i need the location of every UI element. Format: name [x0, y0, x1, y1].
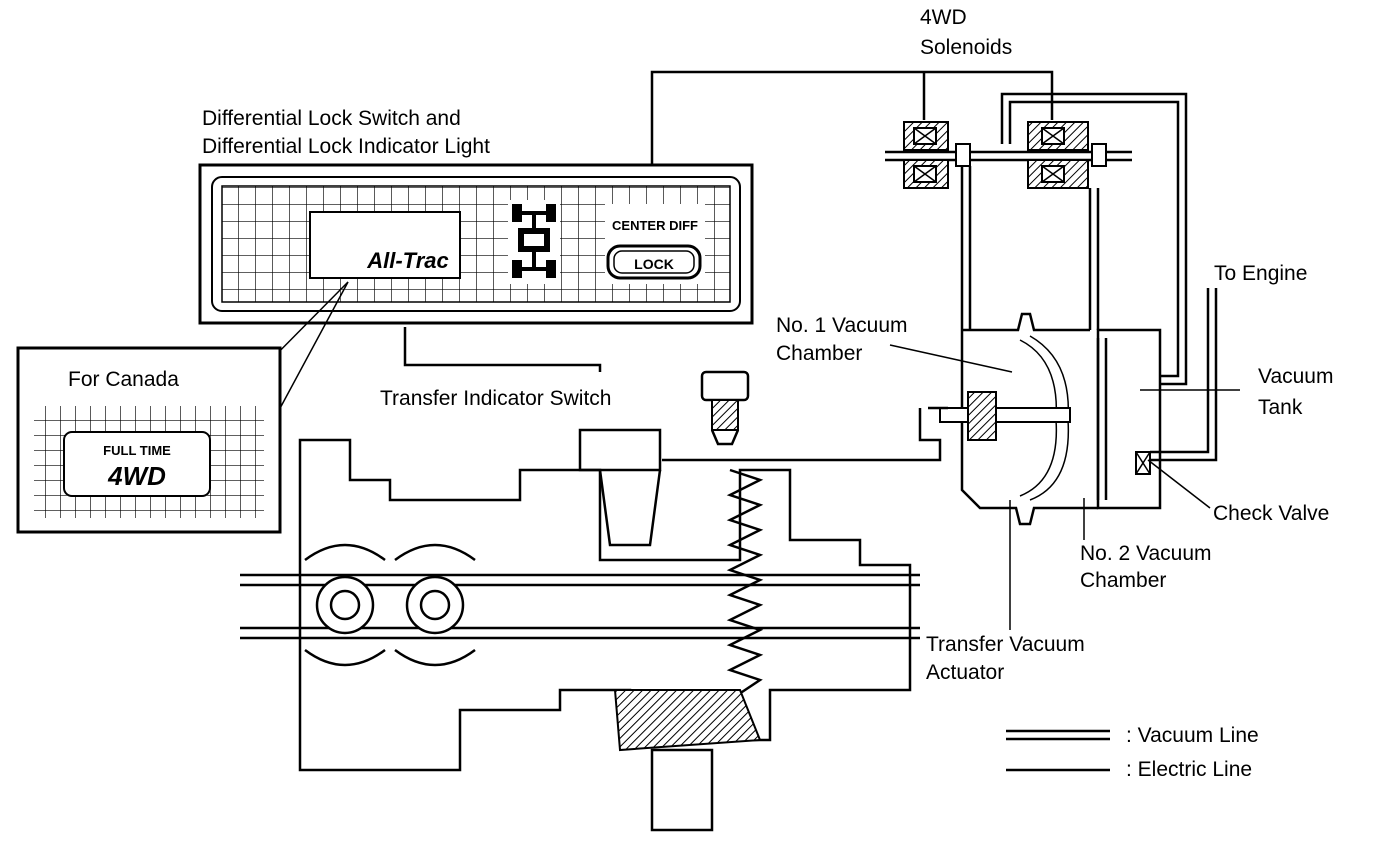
transfer-indicator-switch [700, 370, 750, 446]
full-time-label: FULL TIME [103, 443, 171, 458]
4wd-logo: 4WD [107, 461, 166, 491]
brand-window [309, 211, 461, 279]
center-diff-label: CENTER DIFF [612, 218, 698, 233]
transfer-case [240, 428, 920, 832]
vacuum-lines [960, 92, 1218, 462]
legend-electric-line: : Electric Line [1126, 758, 1252, 781]
lock-button-label: LOCK [634, 256, 674, 272]
solenoids-label-line2: Solenoids [920, 36, 1012, 59]
legend-vacuum-line: : Vacuum Line [1126, 724, 1259, 747]
no1-chamber-label-line1: No. 1 Vacuum [776, 314, 908, 337]
check-valve-label: Check Valve [1213, 502, 1329, 525]
actuator-label-line2: Actuator [926, 661, 1004, 684]
transfer-vacuum-actuator [939, 312, 1162, 526]
diff-lock-label-line2: Differential Lock Indicator Light [202, 135, 490, 158]
transfer-indicator-switch-label: Transfer Indicator Switch [380, 387, 611, 410]
electric-wires [403, 70, 1054, 372]
differential-lock-panel: All-Trac CENTER DIFF LOCK [198, 163, 754, 325]
actuator-label-line1: Transfer Vacuum [926, 633, 1085, 656]
for-canada-label: For Canada [68, 368, 179, 391]
no2-chamber-label-line1: No. 2 Vacuum [1080, 542, 1212, 565]
lock-button[interactable] [606, 244, 702, 280]
callout-leaders [889, 344, 1240, 630]
no1-chamber-label-line2: Chamber [776, 342, 862, 365]
diff-lock-label-line1: Differential Lock Switch and [202, 107, 461, 130]
drivetrain-icon [508, 200, 560, 284]
solenoid-assembly [885, 121, 1132, 189]
all-trac-logo: All-Trac [366, 248, 449, 273]
vacuum-tank-label-line1: Vacuum [1258, 365, 1333, 388]
canada-inset: FULL TIME 4WD [16, 346, 282, 534]
to-engine-label: To Engine [1214, 262, 1307, 285]
solenoids-label-line1: 4WD [920, 6, 967, 29]
vacuum-tank-label-line2: Tank [1258, 396, 1303, 419]
no2-chamber-label-line2: Chamber [1080, 569, 1166, 592]
legend: : Vacuum Line : Electric Line [1006, 724, 1259, 781]
